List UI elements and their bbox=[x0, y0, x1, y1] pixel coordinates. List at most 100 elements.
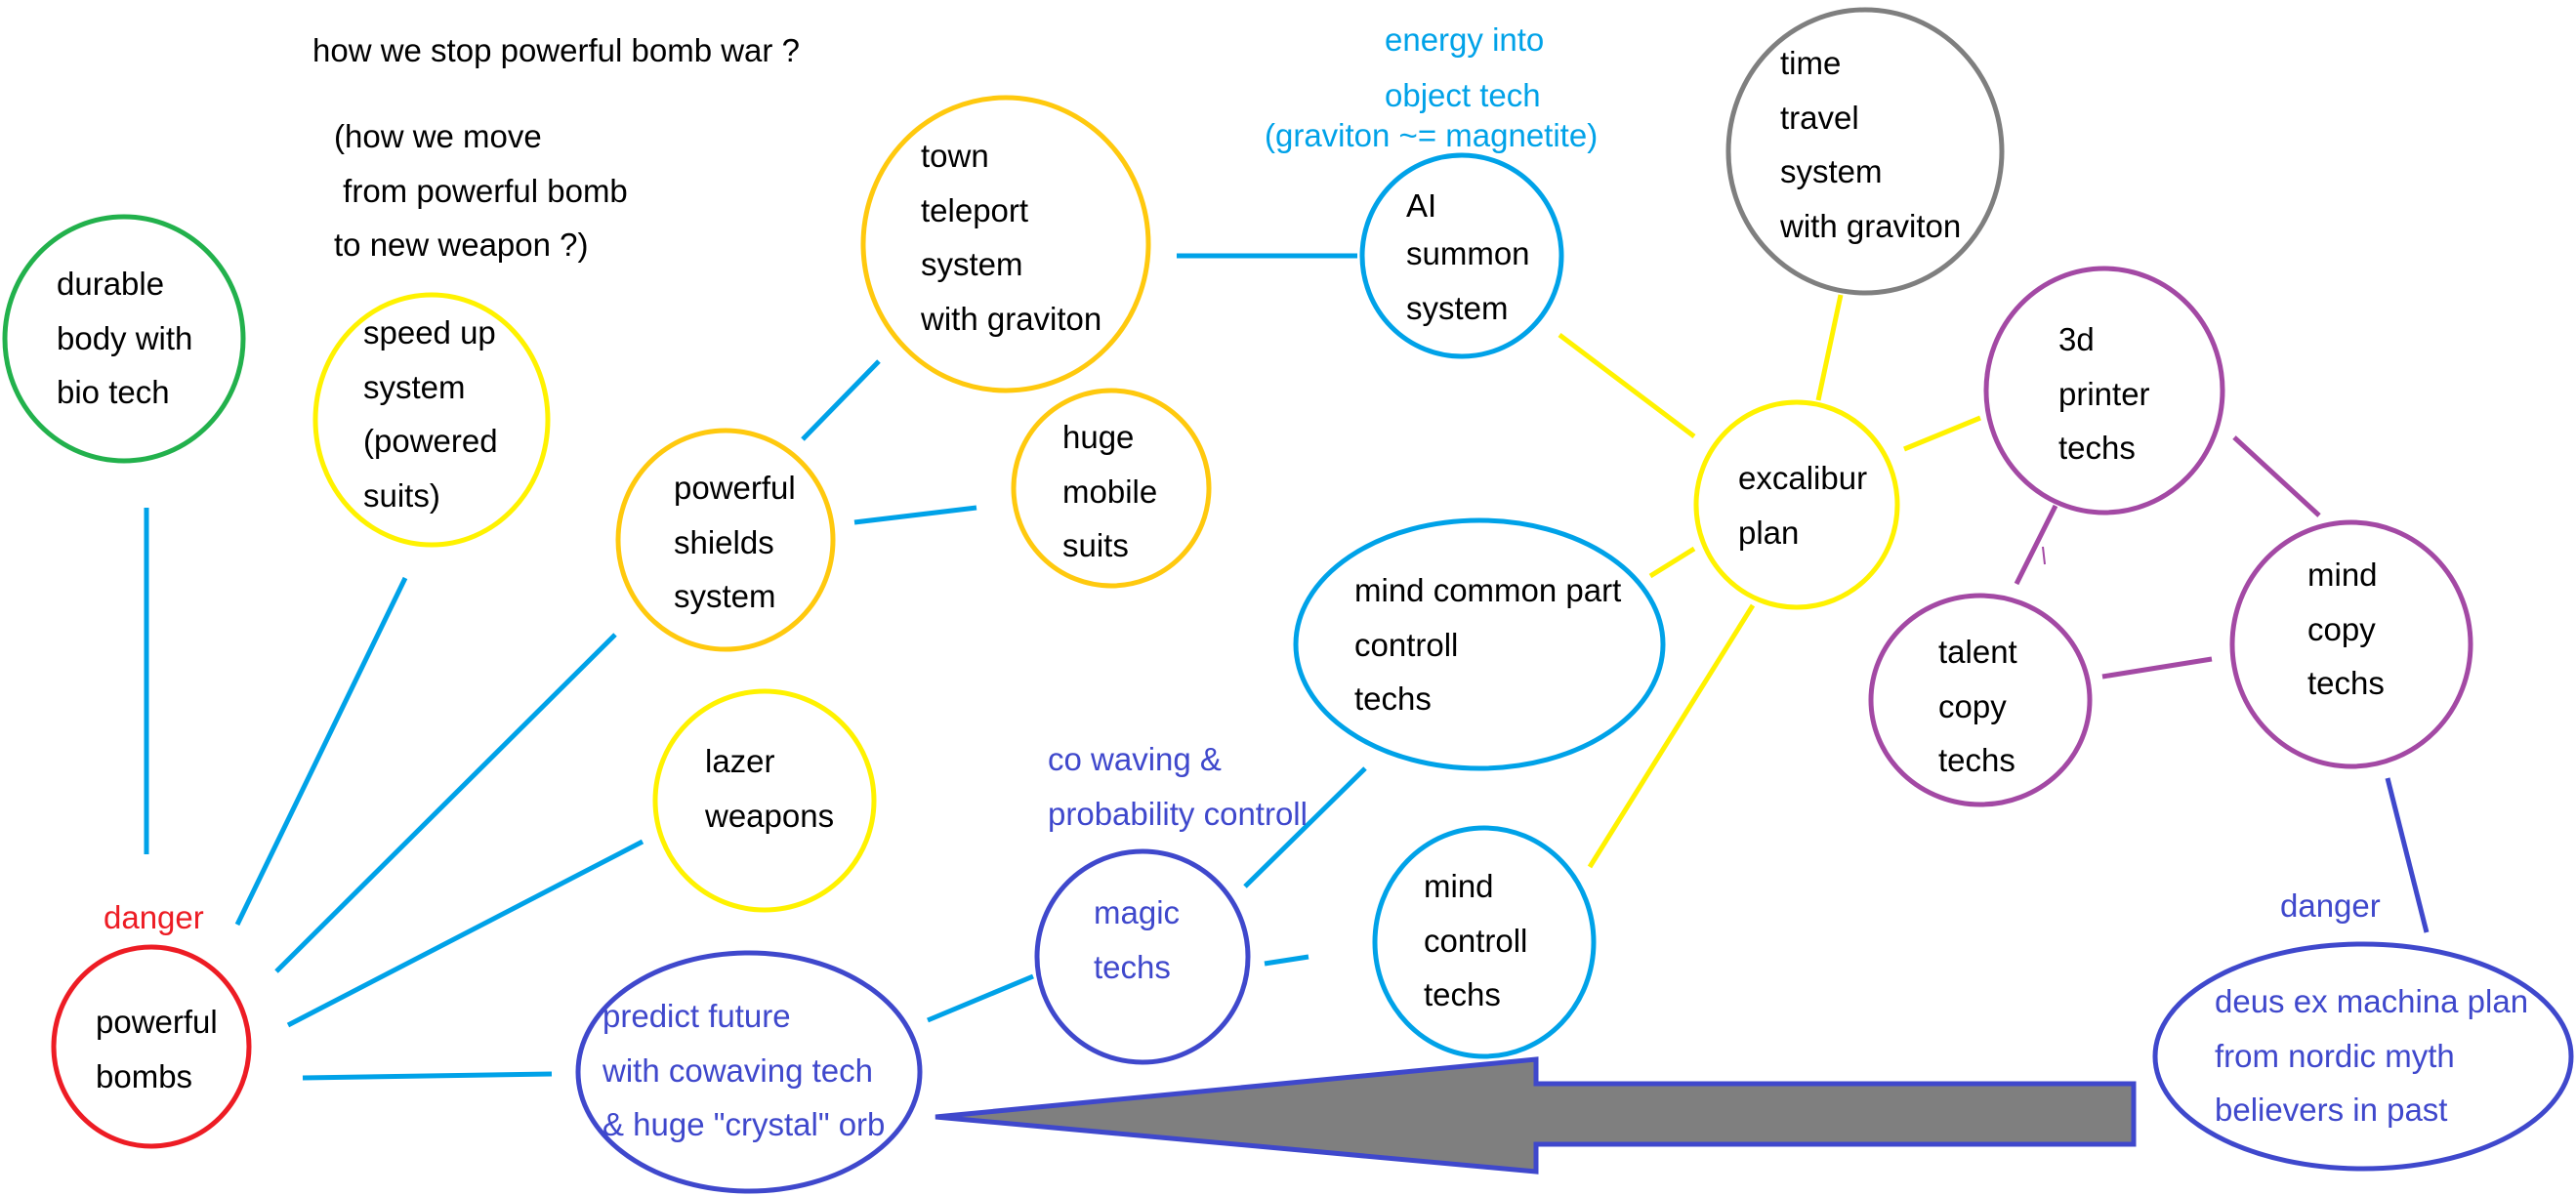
node-time-travel-circle bbox=[1725, 7, 2005, 296]
node-speed-up: speed up system (powered suits) bbox=[363, 306, 498, 522]
edge-magic-mindcontroll bbox=[1264, 954, 1309, 967]
node-mind-common-part: mind common part controll techs bbox=[1354, 563, 1621, 726]
node-excalibur-plan: excalibur plan bbox=[1738, 451, 1867, 559]
node-label-line: from nordic myth bbox=[2215, 1037, 2455, 1074]
node-time-travel: time travel system with graviton bbox=[1780, 36, 1961, 253]
node-label-line: system bbox=[1780, 153, 1883, 189]
node-predict-future-circle bbox=[575, 950, 923, 1194]
node-label-line: techs bbox=[1938, 742, 2015, 778]
node-excalibur-plan-circle bbox=[1693, 399, 1900, 610]
node-label-line: system bbox=[363, 368, 466, 405]
node-deus-ex-machina: deus ex machina plan from nordic myth be… bbox=[2215, 974, 2528, 1137]
node-label-line: excalibur bbox=[1738, 460, 1868, 496]
header-question: how we stop powerful bomb war ? bbox=[312, 23, 800, 78]
edge-ai-excalibur bbox=[1558, 333, 1696, 438]
node-label-line: techs bbox=[1354, 680, 1432, 717]
annotation-co-waving-line: co waving & bbox=[1048, 741, 1222, 777]
node-label-line: controll bbox=[1354, 626, 1459, 663]
header-question-text: how we stop powerful bomb war ? bbox=[312, 32, 800, 68]
node-deus-ex-machina-circle bbox=[2152, 941, 2574, 1172]
node-label-line: with cowaving tech bbox=[602, 1052, 873, 1089]
node-magic-techs: magic techs bbox=[1094, 886, 1180, 994]
annotation-energy-into-object: energy into bbox=[1385, 13, 1544, 67]
node-label-line: huge bbox=[1062, 419, 1135, 455]
node-label-line: with graviton bbox=[921, 300, 1102, 337]
node-label-line: & huge "crystal" orb bbox=[602, 1106, 886, 1142]
arrow-pointing-left bbox=[935, 1056, 2137, 1175]
node-durable-body-circle bbox=[2, 214, 246, 464]
node-label-line: mind common part bbox=[1354, 572, 1622, 608]
node-label-line: magic bbox=[1094, 894, 1181, 930]
edge-bombs-lazer bbox=[286, 839, 644, 1028]
node-label-line: system bbox=[1406, 289, 1509, 326]
node-label-line: shields bbox=[674, 523, 774, 560]
node-label-line: plan bbox=[1738, 514, 1800, 551]
annotation-danger-left: danger bbox=[104, 890, 204, 945]
node-label-line: speed up bbox=[363, 314, 496, 351]
node-3d-printer-circle bbox=[1983, 266, 2225, 516]
node-huge-mobile-suits-circle bbox=[1011, 388, 1212, 589]
node-label-line: with graviton bbox=[1780, 207, 1962, 244]
node-label-line: (powered bbox=[363, 423, 498, 459]
node-label-line: controll bbox=[1424, 922, 1528, 959]
edge-bombs-predict bbox=[302, 1071, 553, 1081]
edge-talent-mindcopy bbox=[2101, 656, 2213, 680]
node-label-line: system bbox=[921, 246, 1023, 282]
node-lazer-weapons-circle bbox=[652, 688, 877, 913]
node-town-teleport: town teleport system with graviton bbox=[921, 129, 1101, 346]
node-town-teleport-circle bbox=[860, 95, 1151, 393]
node-label-line: techs bbox=[2307, 665, 2385, 701]
node-powerful-bombs: powerful bombs bbox=[96, 995, 218, 1103]
node-label-line: system bbox=[674, 578, 776, 614]
node-magic-techs-circle bbox=[1034, 848, 1251, 1065]
edge-magic-mindcommon bbox=[1243, 766, 1367, 888]
node-label-line: suits) bbox=[363, 476, 440, 514]
node-label-line: mind bbox=[2307, 557, 2378, 593]
annotation-energy-line: object tech bbox=[1385, 77, 1541, 113]
node-talent-copy-circle bbox=[1868, 593, 2093, 807]
node-mind-controll: mind controll techs bbox=[1424, 859, 1527, 1022]
annotation-energy-line: (graviton ~= magnetite) bbox=[1265, 117, 1599, 153]
node-label-line: time bbox=[1780, 45, 1842, 81]
node-label-line: mind bbox=[1424, 868, 1494, 904]
node-talent-copy: talent copy techs bbox=[1938, 625, 2017, 788]
node-label-line: weapons bbox=[705, 797, 835, 834]
edge-shields-town bbox=[801, 359, 881, 441]
edge-excalibur-mindcontroll bbox=[1587, 603, 1756, 869]
annotation-danger-text: danger bbox=[2280, 887, 2381, 924]
node-huge-mobile-suits: huge mobile suits bbox=[1062, 410, 1157, 573]
node-label-line: copy bbox=[1938, 687, 2007, 724]
node-label-line: summon bbox=[1406, 235, 1530, 271]
node-label-line: AI bbox=[1406, 187, 1437, 224]
header-subquestion-line: from powerful bomb bbox=[334, 172, 628, 209]
node-label-line: techs bbox=[2058, 430, 2136, 466]
node-mind-controll-circle bbox=[1372, 825, 1597, 1059]
node-label-line: town bbox=[921, 138, 989, 174]
node-label-line: travel bbox=[1780, 99, 1859, 136]
node-label-line: teleport bbox=[921, 191, 1029, 228]
edge-shields-huge bbox=[853, 505, 977, 525]
node-powerful-shields: powerful shields system bbox=[674, 461, 796, 624]
annotation-danger-right: danger bbox=[2280, 879, 2381, 933]
node-mind-copy: mind copy techs bbox=[2307, 548, 2385, 711]
node-durable-body: durable body with bio tech bbox=[57, 257, 192, 420]
edge-excalibur-printer bbox=[1903, 415, 1981, 452]
node-label-line: bio tech bbox=[57, 374, 170, 410]
node-label-line: powerful bbox=[674, 470, 796, 506]
node-label-line: printer bbox=[2058, 375, 2150, 412]
edge-bombs-shields bbox=[274, 633, 617, 973]
annotation-co-waving: co waving & probability controll bbox=[1048, 732, 1308, 841]
node-label-line: predict future bbox=[602, 998, 791, 1034]
node-label-line: deus ex machina plan bbox=[2215, 983, 2529, 1019]
node-label-line: body with bbox=[57, 319, 193, 356]
edge-mindcopy-deus bbox=[2385, 777, 2430, 933]
edge-predict-magic bbox=[927, 973, 1034, 1023]
node-label-line: techs bbox=[1424, 976, 1501, 1012]
annotation-danger-text: danger bbox=[104, 899, 204, 935]
annotation-graviton-magnetite: (graviton ~= magnetite) bbox=[1265, 108, 1598, 163]
edge-excalibur-mindcommon bbox=[1648, 546, 1696, 579]
edge-printer-talent bbox=[2014, 504, 2058, 586]
node-speed-up-circle bbox=[312, 292, 551, 548]
